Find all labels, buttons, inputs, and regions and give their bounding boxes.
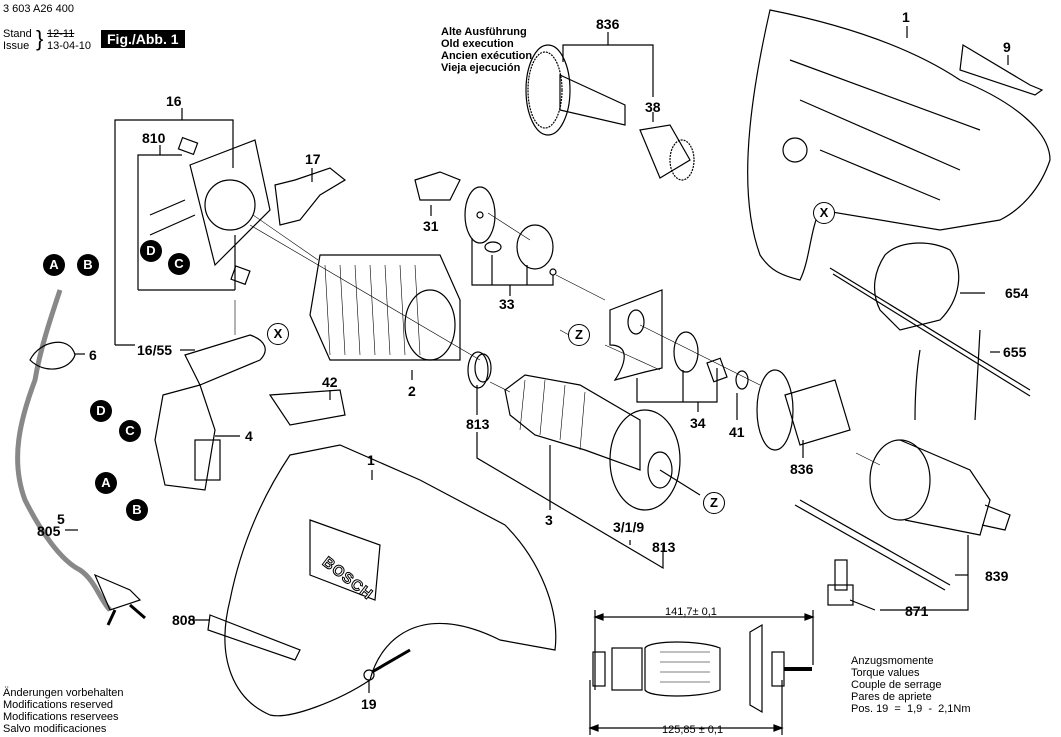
- torque-fr: Couple de serrage: [851, 679, 942, 691]
- marker-z-armature: Z: [703, 492, 725, 514]
- part-label-836-top[interactable]: 836: [596, 16, 620, 32]
- part-label-654[interactable]: 654: [1005, 285, 1029, 301]
- part-label-836-bottom[interactable]: 836: [790, 461, 814, 477]
- old-execution-en: Old execution: [441, 38, 514, 50]
- marker-a-switch: A: [95, 472, 117, 494]
- part-label-16[interactable]: 16: [166, 93, 182, 109]
- part-label-1-bottom[interactable]: 1: [367, 452, 375, 468]
- part-label-6[interactable]: 6: [89, 347, 97, 363]
- part-label-810[interactable]: 810: [142, 130, 166, 146]
- stand-label: Stand: [3, 28, 32, 40]
- armature-overall-length: 141,7± 0,1: [665, 606, 717, 618]
- marker-b-switch: B: [126, 499, 148, 521]
- marker-b-cord: B: [77, 254, 99, 276]
- part-label-813-right[interactable]: 813: [652, 539, 676, 555]
- marker-z-plate: Z: [568, 324, 590, 346]
- footer-fr: Modifications reservees: [3, 711, 119, 723]
- issue-label: Issue: [3, 40, 30, 52]
- document-number: 3 603 A26 400: [3, 3, 74, 15]
- issue-date: 13-04-10: [47, 40, 92, 52]
- part-label-871[interactable]: 871: [905, 603, 929, 619]
- marker-x-housing: X: [813, 202, 835, 224]
- old-execution-de: Alte Ausführung: [441, 26, 527, 38]
- torque-value: Pos. 19 = 1,9 - 2,1Nm: [851, 703, 971, 715]
- footer-es: Salvo modificaciones: [3, 723, 107, 735]
- part-label-16-55[interactable]: 16/55: [137, 342, 173, 358]
- torque-en: Torque values: [851, 667, 920, 679]
- part-label-41[interactable]: 41: [729, 424, 745, 440]
- part-label-3[interactable]: 3: [545, 512, 553, 528]
- part-label-42[interactable]: 42: [322, 374, 338, 390]
- footer-en: Modifications reserved: [3, 699, 114, 711]
- old-stand-date: 12-11: [47, 28, 75, 40]
- part-label-5[interactable]: 5: [57, 511, 65, 527]
- part-label-655[interactable]: 655: [1003, 344, 1027, 360]
- torque-de: Anzugsmomente: [851, 655, 934, 667]
- part-label-19[interactable]: 19: [361, 696, 377, 712]
- part-label-3-1-9[interactable]: 3/1/9: [613, 519, 645, 535]
- old-execution-fr: Ancien exécution: [441, 50, 533, 62]
- marker-x-cover: X: [267, 323, 289, 345]
- footer-de: Änderungen vorbehalten: [3, 687, 124, 699]
- part-label-805[interactable]: 805: [37, 523, 61, 539]
- part-label-33[interactable]: 33: [499, 296, 515, 312]
- brace-symbol: }: [36, 26, 44, 51]
- marker-d-brush: D: [140, 240, 162, 262]
- armature-bearing-length: 125,85 ± 0,1: [662, 724, 724, 736]
- marker-a-cord: A: [43, 254, 65, 276]
- part-label-808[interactable]: 808: [172, 612, 196, 628]
- torque-es: Pares de apriete: [851, 691, 932, 703]
- figure-label: Fig./Abb. 1: [101, 30, 185, 48]
- part-label-839[interactable]: 839: [985, 568, 1009, 584]
- part-label-9[interactable]: 9: [1003, 39, 1011, 55]
- part-label-2[interactable]: 2: [408, 383, 416, 399]
- part-label-31[interactable]: 31: [423, 218, 439, 234]
- part-label-1-top[interactable]: 1: [902, 9, 910, 25]
- marker-c-switch: C: [119, 420, 141, 442]
- part-label-4[interactable]: 4: [245, 428, 253, 444]
- marker-d-switch: D: [90, 400, 112, 422]
- part-label-34[interactable]: 34: [690, 415, 706, 431]
- old-execution-es: Vieja ejecución: [441, 62, 521, 74]
- part-label-17[interactable]: 17: [305, 151, 321, 167]
- part-label-38[interactable]: 38: [645, 99, 661, 115]
- part-label-813-left[interactable]: 813: [466, 416, 490, 432]
- marker-c-brush: C: [168, 253, 190, 275]
